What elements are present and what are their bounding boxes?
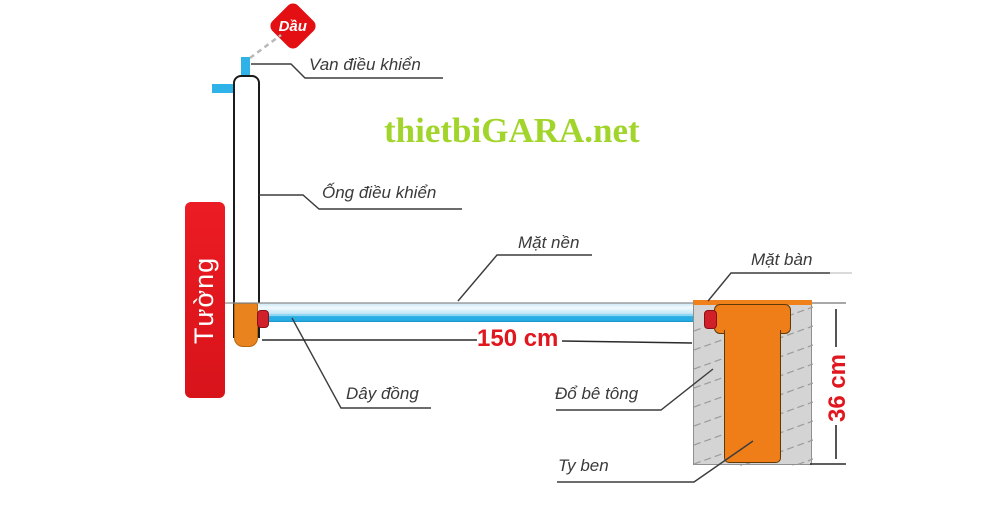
label-control-valve: Van điều khiển bbox=[309, 55, 421, 74]
label-piston-rod: Ty ben bbox=[558, 456, 609, 475]
leader-table-top bbox=[707, 272, 830, 302]
copper-pipe bbox=[262, 314, 710, 322]
floor-surface-bar bbox=[258, 303, 694, 314]
piston-cap bbox=[714, 304, 791, 334]
label-floor-surface: Mặt nền bbox=[518, 233, 580, 252]
wall-block: Tường bbox=[185, 202, 225, 398]
pipe-base-block bbox=[234, 303, 258, 347]
inlet-stub bbox=[212, 84, 234, 93]
wall-label: Tường bbox=[189, 256, 220, 344]
label-pour-concrete: Đổ bê tông bbox=[555, 384, 639, 403]
oil-label: Dầu bbox=[278, 17, 308, 35]
watermark: thietbiGARA.net bbox=[384, 111, 640, 150]
leader-floor-surface bbox=[457, 254, 592, 302]
piston-rod-block bbox=[724, 330, 781, 463]
label-table-top: Mặt bàn bbox=[751, 250, 813, 269]
pipe-fitting-left bbox=[257, 310, 269, 328]
dim-150-text: 150 cm bbox=[477, 325, 559, 352]
pipe-fitting-right bbox=[704, 310, 717, 329]
valve-stub bbox=[241, 57, 250, 77]
oil-diamond: Dầu bbox=[267, 0, 319, 52]
dim-36-text: 36 cm bbox=[824, 353, 851, 423]
oil-flow-dashed-arrow bbox=[249, 33, 282, 60]
dim-150-line-right bbox=[561, 340, 693, 344]
label-control-pipe: Ống điều khiển bbox=[322, 183, 437, 202]
label-copper-wire: Dây đồng bbox=[346, 384, 419, 403]
table-top-plate bbox=[693, 300, 812, 305]
control-pipe-tube bbox=[233, 75, 260, 338]
